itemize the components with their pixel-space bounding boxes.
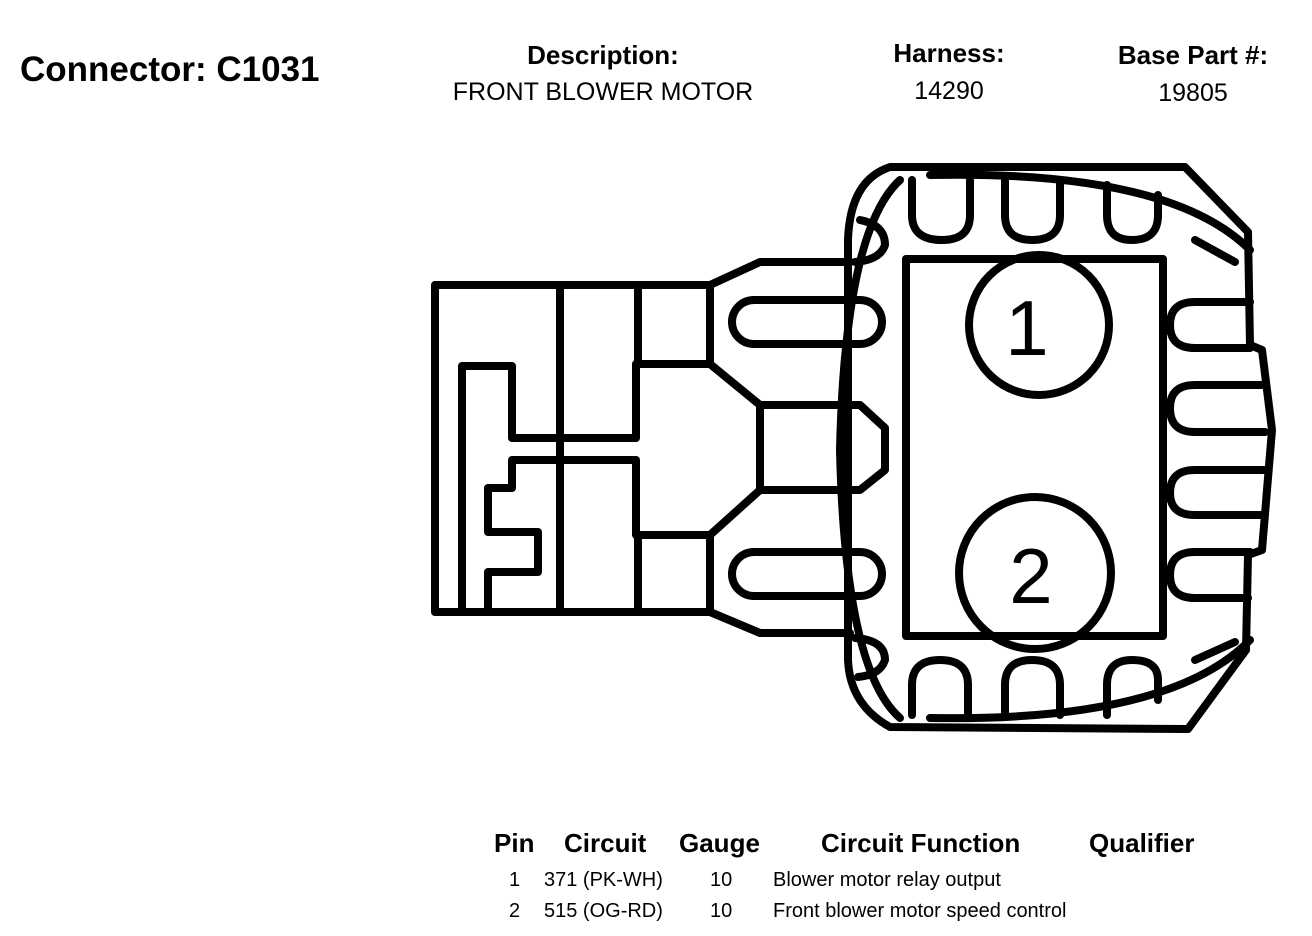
description-value: FRONT BLOWER MOTOR <box>452 78 754 106</box>
row-1-function: Blower motor relay output <box>773 869 1001 891</box>
row-1-circuit: 371 (PK-WH) <box>544 869 663 891</box>
connector-title: Connector: C1031 <box>20 50 320 89</box>
rib-top-corner <box>1191 236 1239 266</box>
row-1-pin: 1 <box>509 869 521 891</box>
base-part-value: 19805 <box>1158 79 1228 107</box>
pin-2-circle <box>955 493 1115 653</box>
housing-top-curve <box>926 170 1254 254</box>
pin-1-label: 1 <box>1005 284 1048 372</box>
row-1-gauge: 10 <box>710 869 733 891</box>
table-header-pin: Pin <box>494 828 535 858</box>
rib-slot-left-upper <box>728 296 886 348</box>
row-2-gauge: 10 <box>710 900 733 922</box>
rib-right-4 <box>1166 548 1254 602</box>
harness-value: 14290 <box>914 77 984 105</box>
rib-bottom-corner <box>1191 638 1239 664</box>
rib-bottom-3 <box>1103 656 1162 719</box>
table-header-qualifier: Qualifier <box>1089 828 1195 858</box>
rib-bottom-1 <box>908 656 972 719</box>
rib-right-2 <box>1166 381 1269 436</box>
row-2-circuit: 515 (OG-RD) <box>544 900 663 922</box>
rib-top-2 <box>1001 176 1064 244</box>
latch-slot-upper <box>458 360 889 616</box>
rib-top-1 <box>908 176 974 244</box>
row-2-pin: 2 <box>509 900 521 922</box>
latch-outline <box>431 258 854 637</box>
rib-bottom-left-corner <box>851 634 889 681</box>
table-header-circuit: Circuit <box>564 828 647 858</box>
description-label: Description: <box>527 40 679 70</box>
housing-outline <box>844 163 1276 733</box>
harness-label: Harness: <box>893 38 1005 68</box>
housing-bottom-curve <box>926 636 1254 723</box>
rib-top-3 <box>1103 181 1162 244</box>
row-2-function: Front blower motor speed control <box>773 900 1067 922</box>
pin-2-label: 2 <box>1009 532 1052 620</box>
pin-1-circle <box>965 251 1113 399</box>
rib-right-1 <box>1166 298 1254 352</box>
rib-top-left-corner <box>851 216 889 266</box>
base-part-label: Base Part #: <box>1117 40 1269 70</box>
table-header-function: Circuit Function <box>821 828 1021 858</box>
rib-right-3 <box>1166 466 1269 519</box>
rib-bottom-2 <box>1001 656 1064 719</box>
table-header-gauge: Gauge <box>679 828 760 858</box>
latch-dividers <box>556 283 764 614</box>
rib-slot-left-lower <box>728 548 886 600</box>
